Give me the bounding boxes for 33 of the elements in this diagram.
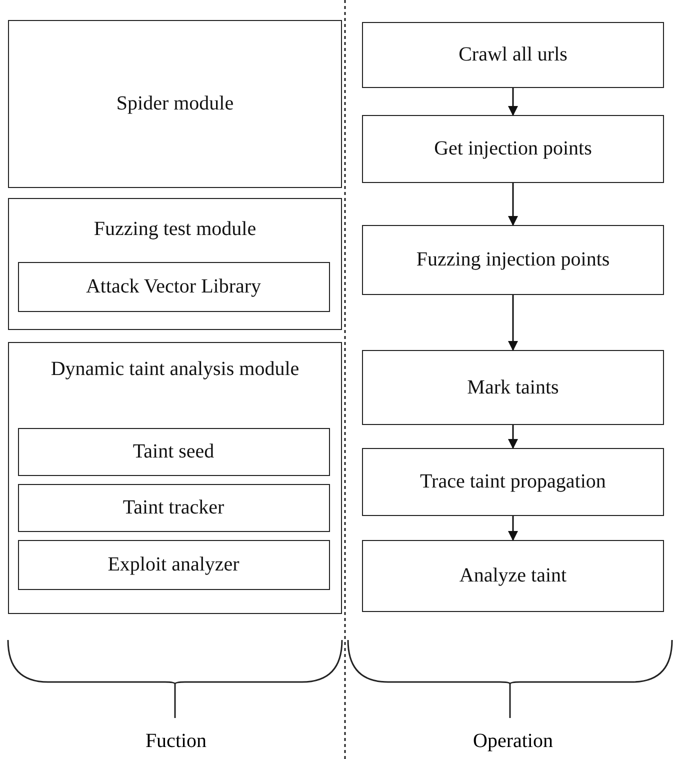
component-box	[18, 540, 330, 590]
node-label: Taint seed	[132, 439, 216, 464]
node-label: Taint tracker	[122, 495, 226, 520]
column-label: Operation	[473, 730, 553, 753]
component-box	[18, 484, 330, 532]
component-box	[18, 428, 330, 476]
arrow	[508, 425, 518, 449]
module-box	[8, 20, 342, 188]
node-label: Fuzzing injection points	[415, 248, 611, 272]
component-box	[18, 262, 330, 312]
arrow	[508, 295, 518, 351]
process-box	[362, 22, 664, 88]
node-label: Get injection points	[433, 136, 593, 162]
node-label: Dynamic taint analysis module	[50, 357, 300, 382]
arrow	[508, 88, 518, 116]
node-label: Exploit analyzer	[106, 552, 240, 577]
node-label: Spider module	[115, 92, 235, 116]
module-box	[8, 198, 342, 330]
node-label: Mark taints	[466, 375, 560, 400]
node-label: Attack Vector Library	[84, 274, 262, 299]
arrow	[508, 516, 518, 541]
process-box	[362, 115, 664, 183]
node-label: Analyze taint	[458, 564, 568, 588]
node-label: Crawl all urls	[458, 42, 568, 68]
process-box	[362, 350, 664, 425]
arrow	[508, 183, 518, 226]
process-box	[362, 225, 664, 295]
column-label: Fuction	[145, 730, 207, 753]
module-box	[8, 342, 342, 614]
node-label: Trace taint propagation	[419, 470, 607, 494]
process-box	[362, 448, 664, 516]
process-box	[362, 540, 664, 612]
node-label: Fuzzing test module	[92, 217, 258, 242]
